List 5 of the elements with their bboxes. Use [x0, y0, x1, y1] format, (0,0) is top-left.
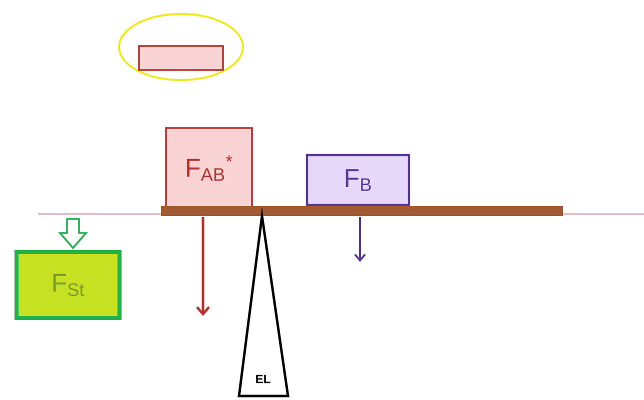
- force-box: F$_{AB}$*: [165, 127, 253, 209]
- force-box: F$_{B}$: [306, 154, 410, 206]
- beam-bar: [161, 206, 563, 216]
- force-box: F$_{St}$: [14, 250, 122, 320]
- small-box: [138, 45, 224, 71]
